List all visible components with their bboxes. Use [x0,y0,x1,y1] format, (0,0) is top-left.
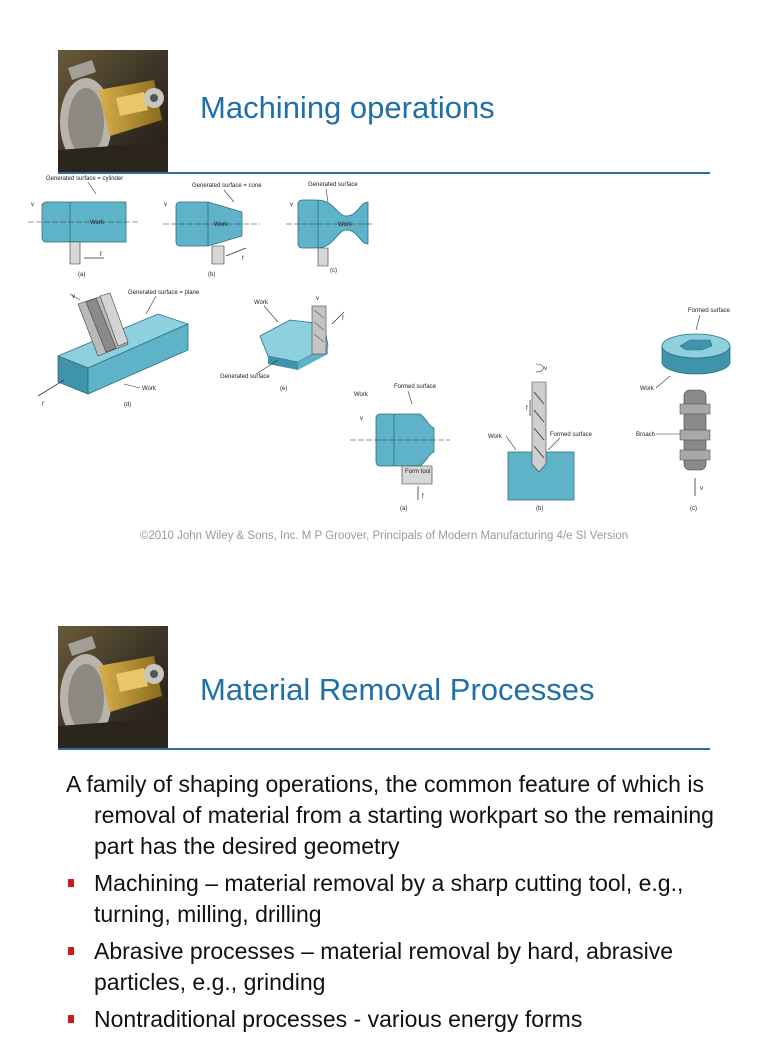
label-drill-b: (b) [536,506,543,512]
title-divider [58,748,710,750]
slide-body: A family of shaping operations, the comm… [66,769,716,1041]
turning-operations-figure: Generated surface = cylinder Work f v (a… [28,176,373,278]
figure-d-milling: Generated surface = plane v f Work (d) [37,290,200,408]
title-divider [58,172,710,174]
label-work-form-a: Work [354,392,369,398]
label-formed-surface-a: Formed surface [394,384,437,390]
label-generated-surface-e: Generated surface [220,374,270,380]
label-form-a: (a) [400,506,407,512]
label-f-b: f [242,256,244,262]
process-list: Machining – material removal by a sharp … [66,868,716,1035]
label-work-c: Work [338,222,353,228]
label-formed-surface-c: Formed surface [688,308,731,314]
label-work-e: Work [254,300,269,306]
label-b: (b) [208,272,215,278]
label-broach-c: (c) [690,506,697,512]
label-v-drill: v [544,366,547,372]
label-v-b: v [164,202,167,208]
list-item: Abrasive processes – material removal by… [66,936,716,998]
label-generated-surface-cylinder: Generated surface = cylinder [46,176,123,182]
figure-b-drilling: v f Work Formed surface (b) [488,363,593,512]
label-v-broach: v [700,486,703,492]
label-a: (a) [78,272,85,278]
label-form-tool: Form tool [405,469,430,475]
intro-paragraph: A family of shaping operations, the comm… [66,771,714,859]
figure-a-turning: Generated surface = cylinder Work f v (a… [28,176,138,278]
bullet-marker [68,1015,74,1023]
figure-c-broaching: Formed surface Work Broach v (c) [636,308,731,512]
figure-c-contour-turning: Generated surface Work v (c) [286,182,373,274]
label-work-d: Work [142,386,157,392]
list-item-text: Machining – material removal by a sharp … [94,870,684,927]
milling-operations-figure: Generated surface = plane v f Work (d) W… [37,290,345,408]
label-d: (d) [124,402,131,408]
list-item: Machining – material removal by a sharp … [66,868,716,930]
label-v-d: v [72,294,75,300]
label-c: (c) [330,268,337,274]
slide-title: Material Removal Processes [200,672,595,707]
bullet-marker [68,947,74,955]
label-work-drill: Work [488,434,503,440]
label-v-form-a: v [360,416,363,422]
bullet-marker [68,879,74,887]
label-v-c: v [290,202,293,208]
forming-operations-figure: Work Formed surface v Form tool f (a) v … [350,308,731,512]
label-f-a: f [100,252,102,258]
list-item: Nontraditional processes - various energ… [66,1004,716,1035]
machining-photo [58,50,168,172]
machining-photo [58,626,168,748]
label-f-d: f [42,402,44,408]
slide-material-removal-processes: Material Removal Processes A family of s… [0,576,768,1032]
list-item-text: Abrasive processes – material removal by… [94,938,674,995]
figure-b-taper-turning: Generated surface = cone Work f v (b) [163,183,262,278]
copyright-footer: ©2010 John Wiley & Sons, Inc. M P Groove… [139,530,629,542]
label-work-a: Work [90,220,105,226]
label-generated-surface-plane: Generated surface = plane [128,290,200,296]
slide-title: Machining operations [200,90,495,125]
list-item-text: Nontraditional processes - various energ… [94,1006,583,1032]
label-v-a: v [31,202,34,208]
figure-e-end-milling: Work v f Generated surface (e) [220,296,345,392]
label-f-form-a: f [422,494,424,500]
slide-machining-operations: Machining operations Generated surface =… [28,50,731,542]
label-generated-surface-cone: Generated surface = cone [192,183,262,189]
figure-a-form-turning: Work Formed surface v Form tool f (a) [350,384,450,512]
label-generated-surface: Generated surface [308,182,358,188]
label-work-b: Work [214,222,229,228]
label-formed-surface-b: Formed surface [550,432,593,438]
label-f-e: f [342,316,344,322]
label-broach: Broach [636,432,655,438]
label-work-broach: Work [640,386,655,392]
label-f-drill: f [526,406,528,412]
label-v-e: v [316,296,319,302]
label-e: (e) [280,386,287,392]
